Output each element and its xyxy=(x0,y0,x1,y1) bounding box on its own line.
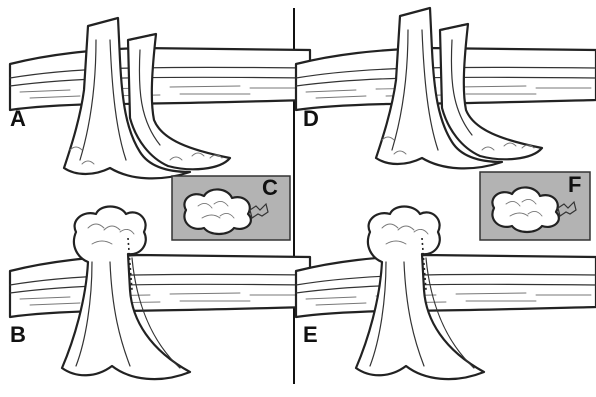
panel-label-b: B xyxy=(10,322,26,347)
panel-d-illustration xyxy=(296,8,596,168)
panel-label-d: D xyxy=(303,106,319,131)
panel-label-f: F xyxy=(568,172,581,197)
panel-label-e: E xyxy=(303,322,318,347)
panel-a-illustration xyxy=(10,18,310,178)
panel-label-a: A xyxy=(10,106,26,131)
panel-label-c: C xyxy=(262,175,278,200)
